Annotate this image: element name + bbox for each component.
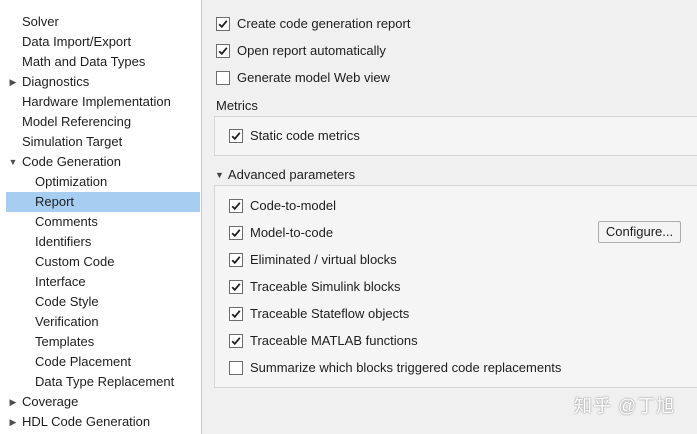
tree-item-label: Code Generation <box>22 154 122 169</box>
tree-item-verification[interactable]: Verification <box>0 312 200 332</box>
tree-item-hdl-code-generation[interactable]: ▶ HDL Code Generation <box>0 412 200 432</box>
collapsed-arrow-icon[interactable]: ▶ <box>9 397 17 407</box>
tree-item-data-type-replacement[interactable]: Data Type Replacement <box>0 372 200 392</box>
tree-item-label: Data Type Replacement <box>35 374 175 389</box>
tree-item-coverage[interactable]: ▶ Coverage <box>0 392 200 412</box>
summarize-replacements-label: Summarize which blocks triggered code re… <box>250 360 562 375</box>
simulink-blocks-checkbox[interactable] <box>229 280 243 294</box>
tree-item-label: Model Referencing <box>22 114 132 129</box>
tree-item-label: Solver <box>22 14 59 29</box>
checkmark-icon <box>231 337 241 346</box>
tree-item-label: Report <box>35 194 75 209</box>
tree-item-label: Optimization <box>35 174 108 189</box>
checkmark-icon <box>231 310 241 319</box>
code-to-model-label: Code-to-model <box>250 198 336 213</box>
watermark-text: 知乎 @丁旭 <box>574 396 676 416</box>
stateflow-objects-checkbox[interactable] <box>229 307 243 321</box>
tree-item-diagnostics[interactable]: ▶ Diagnostics <box>0 72 200 92</box>
eliminated-blocks-label: Eliminated / virtual blocks <box>250 252 397 267</box>
stateflow-objects-label: Traceable Stateflow objects <box>250 306 410 321</box>
web-view-checkbox[interactable] <box>216 71 230 85</box>
tree-item-label: Interface <box>35 274 86 289</box>
advanced-parameters-label: Advanced parameters <box>227 167 356 182</box>
tree-item-label: Simulation Target <box>22 134 123 149</box>
tree-item-label: Verification <box>35 314 99 329</box>
static-metrics-label: Static code metrics <box>250 128 360 143</box>
advanced-parameters-group: Code-to-model Model-to-code Eliminated /… <box>214 185 697 388</box>
metrics-group: Static code metrics <box>214 116 697 156</box>
tree-item-label: Data Import/Export <box>22 34 132 49</box>
tree-item-label: Identifiers <box>35 234 92 249</box>
static-metrics-checkbox[interactable] <box>229 129 243 143</box>
tree-item-label: Hardware Implementation <box>22 94 171 109</box>
report-settings-pane: Create code generation report Open repor… <box>203 0 697 434</box>
checkmark-icon <box>231 256 241 265</box>
expanded-triangle-icon: ▼ <box>215 170 224 180</box>
summarize-replacements-checkbox[interactable] <box>229 361 243 375</box>
simulink-blocks-label: Traceable Simulink blocks <box>250 279 401 294</box>
open-report-checkbox[interactable] <box>216 44 230 58</box>
eliminated-blocks-checkbox[interactable] <box>229 253 243 267</box>
create-report-label: Create code generation report <box>237 16 411 31</box>
tree-item-data-import-export[interactable]: Data Import/Export <box>0 32 200 52</box>
checkmark-icon <box>231 229 241 238</box>
open-report-label: Open report automatically <box>237 43 386 58</box>
tree-item-label: Code Placement <box>35 354 132 369</box>
tree-item-label: Code Style <box>35 294 99 309</box>
tree-item-interface[interactable]: Interface <box>0 272 200 292</box>
tree-item-label: Math and Data Types <box>22 54 146 69</box>
checkmark-icon <box>231 132 241 141</box>
tree-item-optimization[interactable]: Optimization <box>0 172 200 192</box>
tree-item-model-referencing[interactable]: Model Referencing <box>0 112 200 132</box>
checkmark-icon <box>218 47 228 56</box>
collapsed-arrow-icon[interactable]: ▶ <box>9 77 17 87</box>
code-to-model-checkbox[interactable] <box>229 199 243 213</box>
checkmark-icon <box>218 20 228 29</box>
tree-item-report[interactable]: Report <box>6 192 200 212</box>
configure-button[interactable]: Configure... <box>598 221 681 243</box>
tree-item-hardware-implementation[interactable]: Hardware Implementation <box>0 92 200 112</box>
tree-item-math-and-data-types[interactable]: Math and Data Types <box>0 52 200 72</box>
tree-item-solver[interactable]: Solver <box>0 12 200 32</box>
tree-item-label: Comments <box>35 214 98 229</box>
checkmark-icon <box>231 202 241 211</box>
tree-item-code-generation[interactable]: ▼ Code Generation <box>0 152 200 172</box>
checkmark-icon <box>231 283 241 292</box>
metrics-heading: Metrics <box>216 98 258 113</box>
tree-item-comments[interactable]: Comments <box>0 212 200 232</box>
tree-item-simulation-target[interactable]: Simulation Target <box>0 132 200 152</box>
tree-item-label: HDL Code Generation <box>22 414 151 429</box>
matlab-functions-checkbox[interactable] <box>229 334 243 348</box>
tree-item-code-style[interactable]: Code Style <box>0 292 200 312</box>
matlab-functions-label: Traceable MATLAB functions <box>250 333 418 348</box>
model-to-code-label: Model-to-code <box>250 225 334 240</box>
collapsed-arrow-icon[interactable]: ▶ <box>9 417 17 427</box>
advanced-parameters-toggle[interactable]: ▼Advanced parameters <box>215 166 355 184</box>
create-report-checkbox[interactable] <box>216 17 230 31</box>
tree-item-label: Diagnostics <box>22 74 90 89</box>
tree-item-custom-code[interactable]: Custom Code <box>0 252 200 272</box>
tree-item-code-placement[interactable]: Code Placement <box>0 352 200 372</box>
model-to-code-checkbox[interactable] <box>229 226 243 240</box>
tree-item-label: Coverage <box>22 394 79 409</box>
expanded-arrow-icon[interactable]: ▼ <box>8 157 18 167</box>
tree-item-templates[interactable]: Templates <box>0 332 200 352</box>
tree-item-label: Templates <box>35 334 95 349</box>
tree-item-label: Custom Code <box>35 254 115 269</box>
tree-item-identifiers[interactable]: Identifiers <box>0 232 200 252</box>
web-view-label: Generate model Web view <box>237 70 390 85</box>
